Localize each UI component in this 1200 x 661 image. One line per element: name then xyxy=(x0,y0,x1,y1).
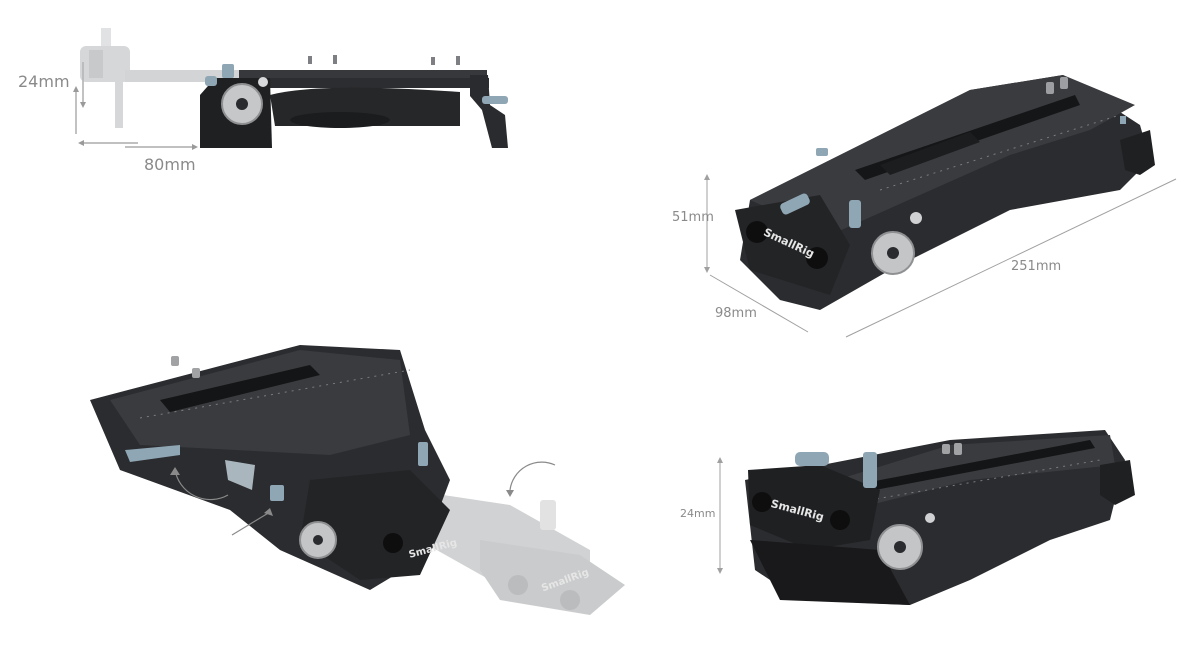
dimension-label-height: 24mm xyxy=(18,72,70,91)
front-perspective-view: SmallRig 24mm xyxy=(670,410,1150,620)
rotate-arrow-lever-icon xyxy=(174,469,229,501)
dimension-label-height: 51mm xyxy=(672,210,714,225)
rotate-arrow-clamp-icon xyxy=(509,461,556,491)
front-view-illustration: SmallRig xyxy=(717,430,1135,605)
dimension-label-extension: 80mm xyxy=(144,155,196,174)
push-arrow-icon xyxy=(231,511,271,536)
dimension-label-length: 251mm xyxy=(1011,259,1062,274)
side-view: 24mm 80mm xyxy=(0,0,660,190)
dimension-label-height: 24mm xyxy=(680,507,716,520)
side-view-illustration xyxy=(73,28,508,150)
extended-view-illustration: SmallRig SmallRig xyxy=(90,345,625,615)
perspective-view-illustration: SmallRig xyxy=(704,75,1177,338)
perspective-view: SmallRig 51mm 98mm 251mm xyxy=(672,60,1200,350)
dimension-label-depth: 98mm xyxy=(715,306,757,321)
extended-rod-clamp-view: SmallRig SmallRig xyxy=(80,340,640,630)
